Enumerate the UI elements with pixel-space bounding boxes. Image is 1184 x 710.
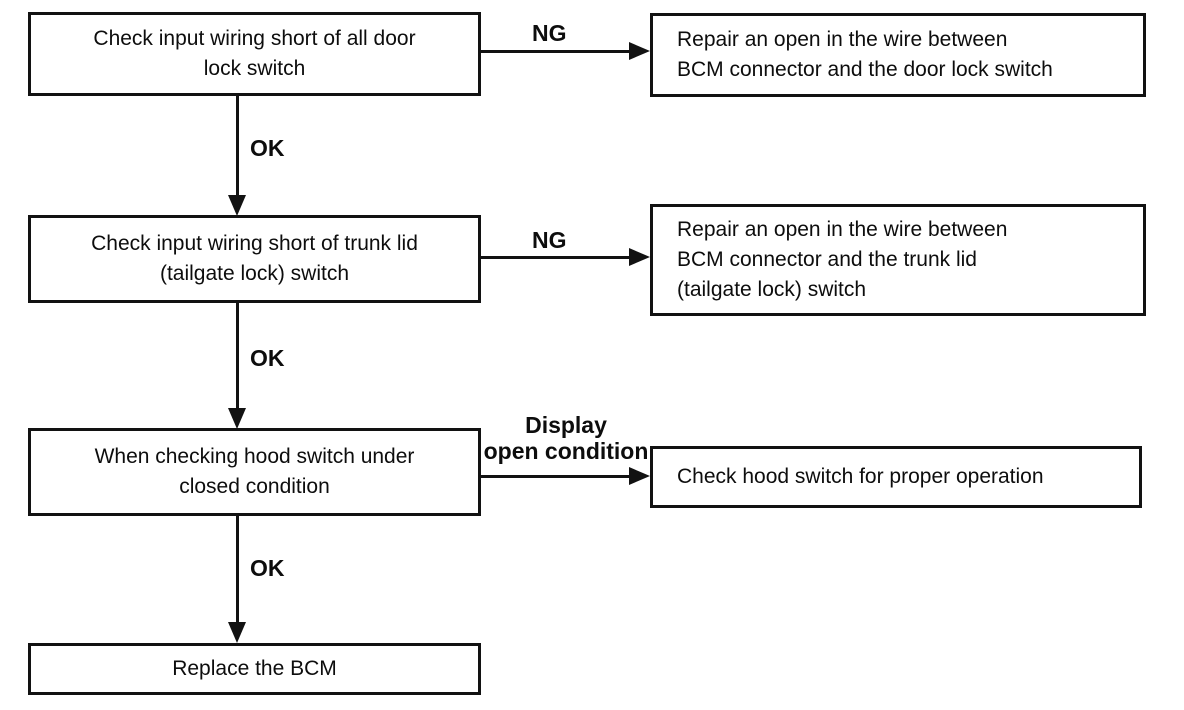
edge-label-ok-1: OK (250, 135, 285, 161)
flow-box-check-trunk-lid-switch: Check input wiring short of trunk lid (t… (28, 215, 481, 303)
box-text-line: BCM connector and the trunk lid (677, 248, 977, 271)
arrow-down-icon (228, 622, 246, 643)
box-text-line: Check input wiring short of all door (93, 27, 416, 50)
box-text-line: Repair an open in the wire between (677, 218, 1008, 241)
flow-box-check-hood-switch-closed: When checking hood switch under closed c… (28, 428, 481, 516)
arrow-down-icon (228, 195, 246, 216)
edge-label-line: Display (525, 412, 607, 438)
arrow-display-open-line (481, 475, 631, 478)
edge-label-line: open condition (483, 438, 649, 464)
arrow-ng-middle-line (481, 256, 631, 259)
flow-box-check-hood-switch-operation: Check hood switch for proper operation (650, 446, 1142, 508)
flow-box-replace-bcm: Replace the BCM (28, 643, 481, 695)
edge-label-ok-3: OK (250, 555, 285, 581)
box-text-line: (tailgate lock) switch (677, 278, 867, 301)
box-text-line: Replace the BCM (172, 657, 337, 680)
box-text-line: BCM connector and the door lock switch (677, 58, 1053, 81)
flow-box-check-door-lock-switch: Check input wiring short of all door loc… (28, 12, 481, 96)
edge-label-ng-top: NG (532, 20, 567, 46)
box-text-line: Check hood switch for proper operation (677, 465, 1044, 488)
arrow-down-icon (228, 408, 246, 429)
arrow-ok-3-line (236, 516, 239, 623)
flow-box-repair-trunk-lid-wire: Repair an open in the wire between BCM c… (650, 204, 1146, 316)
arrow-ok-2-line (236, 303, 239, 409)
edge-label-display-open-condition: Display open condition (466, 412, 666, 464)
box-text-line: When checking hood switch under (94, 445, 415, 468)
arrow-right-icon (629, 467, 650, 485)
box-text-line: Repair an open in the wire between (677, 28, 1008, 51)
box-text-line: (tailgate lock) switch (159, 262, 350, 285)
box-text-line: closed condition (179, 475, 330, 498)
edge-label-ok-2: OK (250, 345, 285, 371)
arrow-ng-top-line (481, 50, 631, 53)
arrow-right-icon (629, 42, 650, 60)
box-text-line: Check input wiring short of trunk lid (91, 232, 418, 255)
arrow-ok-1-line (236, 96, 239, 196)
edge-label-ng-middle: NG (532, 227, 567, 253)
flow-box-repair-door-lock-wire: Repair an open in the wire between BCM c… (650, 13, 1146, 97)
box-text-line: lock switch (203, 57, 306, 80)
arrow-right-icon (629, 248, 650, 266)
